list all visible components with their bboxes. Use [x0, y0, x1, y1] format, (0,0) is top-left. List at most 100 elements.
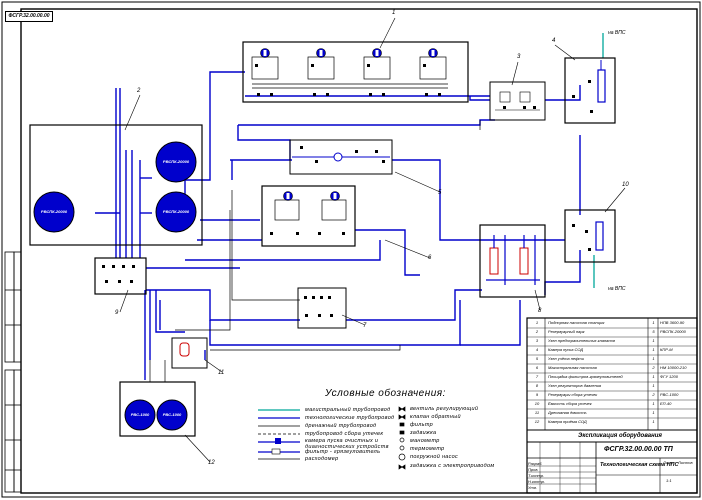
- legend-line-label: технологические трубопровод: [305, 415, 395, 421]
- legend-line-label: дренажный трубопровод: [305, 423, 377, 429]
- spec-row-number: 5: [535, 356, 539, 361]
- legend-symbol-label: термометр: [410, 446, 445, 452]
- spec-row-qty: 1: [652, 320, 655, 325]
- spec-row-qty: 1: [652, 356, 655, 361]
- left-margin-strips: [4, 251, 22, 493]
- spec-row-qty: 2: [652, 392, 655, 397]
- legend-symbol-label: задвижка: [410, 430, 437, 436]
- spec-row-qty: 1: [652, 374, 655, 379]
- oil-metering-unit: [289, 139, 393, 175]
- spec-row-qty: 1: [652, 401, 655, 406]
- tank-label-small-right: РВС-1000: [162, 412, 182, 417]
- spec-row-note: НМ 10000-210: [660, 365, 687, 370]
- spec-row-qty: 1: [652, 410, 655, 415]
- spec-row-qty: 1: [652, 419, 655, 424]
- callout-5: 5: [438, 190, 442, 196]
- drawing-frame: [20, 8, 698, 494]
- legend-symbol-label: фильтр: [410, 422, 434, 428]
- legend-symbol-label: клапан обратный: [410, 414, 461, 420]
- spec-row-name: Ёмкость сбора утечек: [548, 401, 592, 406]
- spec-row-number: 4: [535, 347, 539, 352]
- sheet-title: Экспликация оборудования: [578, 433, 662, 439]
- legend: Условные обозначения: магистральный труб…: [255, 388, 555, 498]
- drawing-name: Технологическая схема НПС: [600, 462, 679, 468]
- pig-receiver-bottom: [564, 209, 616, 263]
- tank-label-top-right: РВСПК-20000: [162, 159, 190, 164]
- callout-leaders: [119, 17, 626, 463]
- signature-role: Т.контр.: [528, 473, 545, 478]
- signature-role: Пров.: [528, 467, 539, 472]
- spec-row-name: Узел предохранительных клапанов: [548, 338, 615, 343]
- document-code: ФСГР.32.00.00.00 ТП: [604, 446, 673, 453]
- outlet-label-right: на ВПС: [608, 286, 626, 292]
- filter-platform: [297, 287, 347, 329]
- spec-row-name: Подпорная насосная станция: [548, 320, 605, 325]
- spec-row-qty: 5: [652, 329, 655, 334]
- spec-row-name: Площадка фильтров-грязеуловителей: [548, 374, 623, 379]
- sheet-label: Лист: [663, 460, 674, 465]
- spec-row-number: 7: [535, 374, 539, 379]
- legend-line-label: трубопровод сбора утечек: [305, 431, 384, 437]
- legend-line-label: камера пуска очистных и диагностических …: [305, 438, 389, 450]
- callout-12: 12: [208, 460, 215, 466]
- signature-role: Разраб.: [528, 461, 543, 466]
- spec-row-number: 8: [535, 383, 539, 388]
- spec-row-qty: 1: [652, 347, 655, 352]
- spec-row-name: Узел регуляторов давления: [548, 383, 602, 388]
- spec-row-name: Камера пуска СОД: [548, 347, 584, 352]
- legend-symbol-label: задвижка с электроприводом: [410, 463, 495, 469]
- spec-row-number: 2: [535, 329, 539, 334]
- title-block-frame: [526, 317, 698, 494]
- spec-row-qty: 1: [652, 338, 655, 343]
- legend-line-label: магистральный трубопровод: [305, 407, 391, 413]
- spec-row-note: ЕП-40: [660, 401, 672, 406]
- spec-row-number: 11: [534, 410, 540, 415]
- pig-receiver-top: [564, 57, 616, 124]
- outlet-label-top: на ВПС: [608, 30, 626, 36]
- main-pipeline: [593, 33, 604, 288]
- manifold-unit: [94, 257, 147, 295]
- spec-row-lines: [527, 327, 697, 419]
- spec-row-name: Резервуары сбора утечек: [548, 392, 598, 397]
- spec-row-note: РВСПК-20000: [660, 329, 686, 334]
- spec-row-number: 6: [535, 365, 539, 370]
- legend-symbol-samples: [398, 406, 406, 470]
- spec-row-name: Магистральная насосная: [548, 365, 597, 370]
- callout-8: 8: [538, 308, 542, 314]
- spec-row-number: 1: [535, 320, 539, 325]
- spec-row-name: Резервуарный парк: [548, 329, 585, 334]
- spec-row-name: Дренажная ёмкость: [548, 410, 587, 415]
- legend-symbol-label: манометр: [410, 438, 440, 444]
- spec-row-note: ФГУ 1200: [660, 374, 678, 379]
- pump-station-middle: [261, 185, 356, 247]
- pressure-regulator-unit: [479, 224, 546, 298]
- drain-lines: [149, 120, 481, 382]
- signature-role: Утв.: [528, 485, 538, 490]
- spec-row-note: КПР-М: [660, 347, 673, 352]
- callout-3: 3: [517, 54, 521, 60]
- technological-pipelines: [95, 71, 581, 380]
- corner-stamp: ФСГР.32.00.00.00 ТП: [5, 11, 53, 22]
- spec-row-number: 12: [534, 419, 540, 424]
- legend-title: Условные обозначения:: [325, 388, 446, 399]
- legend-line-samples: [258, 409, 300, 460]
- spec-row-name: Узел учёта нефти: [548, 356, 584, 361]
- spec-row-number: 9: [535, 392, 539, 397]
- callout-11: 11: [218, 370, 225, 376]
- legend-line-label: фильтр - грязеуловитель: [305, 449, 381, 455]
- tank-label-small-left: РВС-1000: [130, 412, 150, 417]
- tank-label-bottom-right: РВСПК-20000: [162, 209, 190, 214]
- callout-2: 2: [137, 88, 141, 94]
- callout-1: 1: [392, 10, 396, 16]
- callout-6: 6: [428, 255, 432, 261]
- callout-9: 9: [115, 310, 119, 316]
- spec-row-qty: 2: [652, 365, 655, 370]
- callout-7: 7: [363, 323, 367, 329]
- legend-symbol-label: вентиль регулирующий: [410, 406, 479, 412]
- spec-row-number: 10: [534, 401, 540, 406]
- safety-valve-unit: [489, 81, 546, 121]
- legend-symbol-label: погружной насос: [410, 454, 459, 460]
- tank-label-left: РВСПК-20000: [40, 209, 68, 214]
